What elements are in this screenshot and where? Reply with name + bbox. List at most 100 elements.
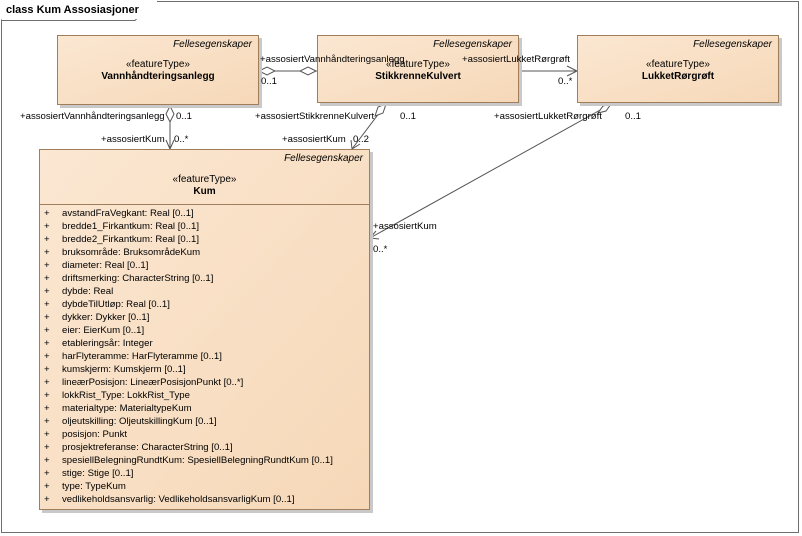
- attribute-row[interactable]: + lokkRist_Type: LokkRist_Type: [44, 389, 333, 402]
- attribute-text: stige: Stige [0..1]: [62, 468, 134, 479]
- attribute-row[interactable]: + type: TypeKum: [44, 480, 333, 493]
- attribute-list: + avstandFraVegkant: Real [0..1] + bredde1_…: [44, 207, 333, 506]
- attribute-text: oljeutskilling: OljeutskillingKum [0..1]: [62, 416, 217, 427]
- visibility-marker: +: [44, 455, 50, 466]
- class-stikkrennekulvert[interactable]: Fellesegenskaper «featureType» Stikkrenn…: [317, 35, 519, 103]
- attribute-row[interactable]: +bruksområde: BruksområdeKum: [44, 246, 333, 259]
- visibility-marker: +: [44, 338, 50, 349]
- attribute-text: posisjon: Punkt: [62, 429, 128, 440]
- role-label: +assosiertLukketRørgrøft: [462, 54, 570, 65]
- attribute-row[interactable]: + eier: EierKum [0..1]: [44, 324, 333, 337]
- frame-title: class Kum Assosiasjoner: [1, 1, 157, 19]
- attribute-row[interactable]: +posisjon: Punkt: [44, 428, 333, 441]
- attribute-text: spesiellBelegningRundtKum: SpesiellBeleg…: [62, 455, 333, 466]
- attribute-row[interactable]: + lineærPosisjon: LineærPosisjonPunkt [0.…: [44, 376, 333, 389]
- aggregation-diamond-icon: [165, 104, 175, 124]
- package-label: Fellesegenskaper: [173, 39, 252, 50]
- multiplicity-label: 0..1: [625, 111, 642, 122]
- attribute-text: dykker: Dykker [0..1]: [62, 312, 150, 323]
- attribute-text: vedlikeholdsansvarlig: Vedlikeholdsansva…: [62, 494, 295, 505]
- attribute-row[interactable]: + oljeutskilling: OljeutskillingKum [0..1…: [44, 415, 333, 428]
- attribute-text: driftsmerking: CharacterString [0..1]: [62, 273, 214, 284]
- attribute-text: diameter: Real [0..1]: [62, 260, 149, 271]
- attribute-row[interactable]: + avstandFraVegkant: Real [0..1]: [44, 207, 333, 220]
- visibility-marker: +: [44, 208, 50, 219]
- attribute-text: bredde1_Firkantkum: Real [0..1]: [62, 221, 200, 232]
- visibility-marker: +: [44, 247, 50, 258]
- visibility-marker: +: [44, 416, 50, 427]
- visibility-marker: +: [44, 351, 50, 362]
- attribute-row[interactable]: + prosjektreferanse: CharacterString [0..…: [44, 441, 333, 454]
- attribute-text: harFlyteramme: HarFlyteramme [0..1]: [62, 351, 222, 362]
- aggregation-diamond-icon: [596, 103, 613, 114]
- attribute-text: avstandFraVegkant: Real [0..1]: [62, 208, 194, 219]
- attribute-text: type: TypeKum: [62, 481, 126, 492]
- visibility-marker: +: [44, 221, 50, 232]
- visibility-marker: +: [44, 442, 50, 453]
- attribute-row[interactable]: + etableringsår: Integer: [44, 337, 333, 350]
- multiplicity-label: 0..1: [261, 76, 278, 87]
- visibility-marker: +: [44, 260, 50, 271]
- attribute-text: dybde: Real: [62, 286, 114, 297]
- attribute-text: lokkRist_Type: LokkRist_Type: [62, 390, 190, 401]
- attribute-row[interactable]: + bredde2_Firkantkum: Real [0..1]: [44, 233, 333, 246]
- visibility-marker: +: [44, 494, 50, 505]
- package-label: Fellesegenskaper: [693, 39, 772, 50]
- attribute-text: etableringsår: Integer: [62, 338, 153, 349]
- attribute-text: lineærPosisjon: LineærPosisjonPunkt [0..…: [62, 377, 244, 388]
- class-kum[interactable]: Fellesegenskaper «featureType» Kum +avst…: [39, 149, 370, 510]
- role-label: +assosiertKum: [373, 221, 437, 232]
- attribute-row[interactable]: + dykker: Dykker [0..1]: [44, 311, 333, 324]
- attribute-text: eier: EierKum [0..1]: [62, 325, 145, 336]
- role-label: +assosiertVannhåndteringsanlegg: [260, 54, 405, 65]
- visibility-marker: +: [44, 390, 50, 401]
- multiplicity-label: 0..*: [174, 134, 189, 145]
- attribute-separator: [40, 204, 369, 205]
- attribute-row[interactable]: +materialtype: MaterialtypeKum: [44, 402, 333, 415]
- attribute-row[interactable]: + kumskjerm: Kumskjerm [0..1]: [44, 363, 333, 376]
- attribute-text: dybdeTilUtløp: Real [0..1]: [62, 299, 170, 310]
- stereotype-label: «featureType»: [386, 59, 450, 70]
- attribute-row[interactable]: + dybdeTilUtløp: Real [0..1]: [44, 298, 333, 311]
- role-label: +assosiertKum: [101, 134, 165, 145]
- role-label: +assosiertLukketRørgrøft: [494, 111, 602, 122]
- visibility-marker: +: [44, 325, 50, 336]
- aggregation-diamond-icon: [298, 66, 318, 76]
- visibility-marker: +: [44, 468, 50, 479]
- stereotype-label: «featureType»: [126, 59, 190, 70]
- role-label: +assosiertKum: [282, 134, 346, 145]
- attribute-row[interactable]: + driftsmerking: CharacterString [0..1]: [44, 272, 333, 285]
- attribute-text: bredde2_Firkantkum: Real [0..1]: [62, 234, 200, 245]
- attribute-row[interactable]: + vedlikeholdsansvarlig: Vedlikeholdsansv…: [44, 493, 333, 506]
- attribute-row[interactable]: + harFlyteramme: HarFlyteramme [0..1]: [44, 350, 333, 363]
- role-label: +assosiertStikkrenneKulvert: [255, 111, 375, 122]
- package-label: Fellesegenskaper: [284, 153, 363, 164]
- class-name: LukketRørgrøft: [641, 71, 715, 82]
- class-name: Vannhåndteringsanlegg: [101, 71, 215, 82]
- visibility-marker: +: [44, 273, 50, 284]
- visibility-marker: +: [44, 299, 50, 310]
- role-label: +assosiertVannhåndteringsanlegg: [20, 111, 165, 122]
- attribute-text: prosjektreferanse: CharacterString [0..1…: [62, 442, 233, 453]
- multiplicity-label: 0..2: [353, 134, 370, 145]
- stereotype-label: «featureType»: [172, 174, 237, 185]
- attribute-row[interactable]: + bredde1_Firkantkum: Real [0..1]: [44, 220, 333, 233]
- attribute-row[interactable]: + spesiellBelegningRundtKum: SpesiellBele…: [44, 454, 333, 467]
- attribute-text: kumskjerm: Kumskjerm [0..1]: [62, 364, 186, 375]
- attribute-text: materialtype: MaterialtypeKum: [62, 403, 192, 414]
- visibility-marker: +: [44, 312, 50, 323]
- visibility-marker: +: [44, 364, 50, 375]
- visibility-marker: +: [44, 377, 50, 388]
- attribute-row[interactable]: + dybde: Real: [44, 285, 333, 298]
- visibility-marker: +: [44, 286, 50, 297]
- attribute-row[interactable]: + diameter: Real [0..1]: [44, 259, 333, 272]
- aggregation-diamond-icon: [257, 66, 277, 76]
- multiplicity-label: 0..*: [558, 76, 573, 87]
- class-vannhandteringsanlegg[interactable]: Fellesegenskaper «featureType» Vannhåndt…: [57, 35, 259, 105]
- attribute-row[interactable]: + stige: Stige [0..1]: [44, 467, 333, 480]
- multiplicity-label: 0..*: [373, 244, 388, 255]
- visibility-marker: +: [44, 234, 50, 245]
- visibility-marker: +: [44, 481, 50, 492]
- class-lukketrorgroft[interactable]: Fellesegenskaper «featureType» LukketRør…: [577, 35, 779, 103]
